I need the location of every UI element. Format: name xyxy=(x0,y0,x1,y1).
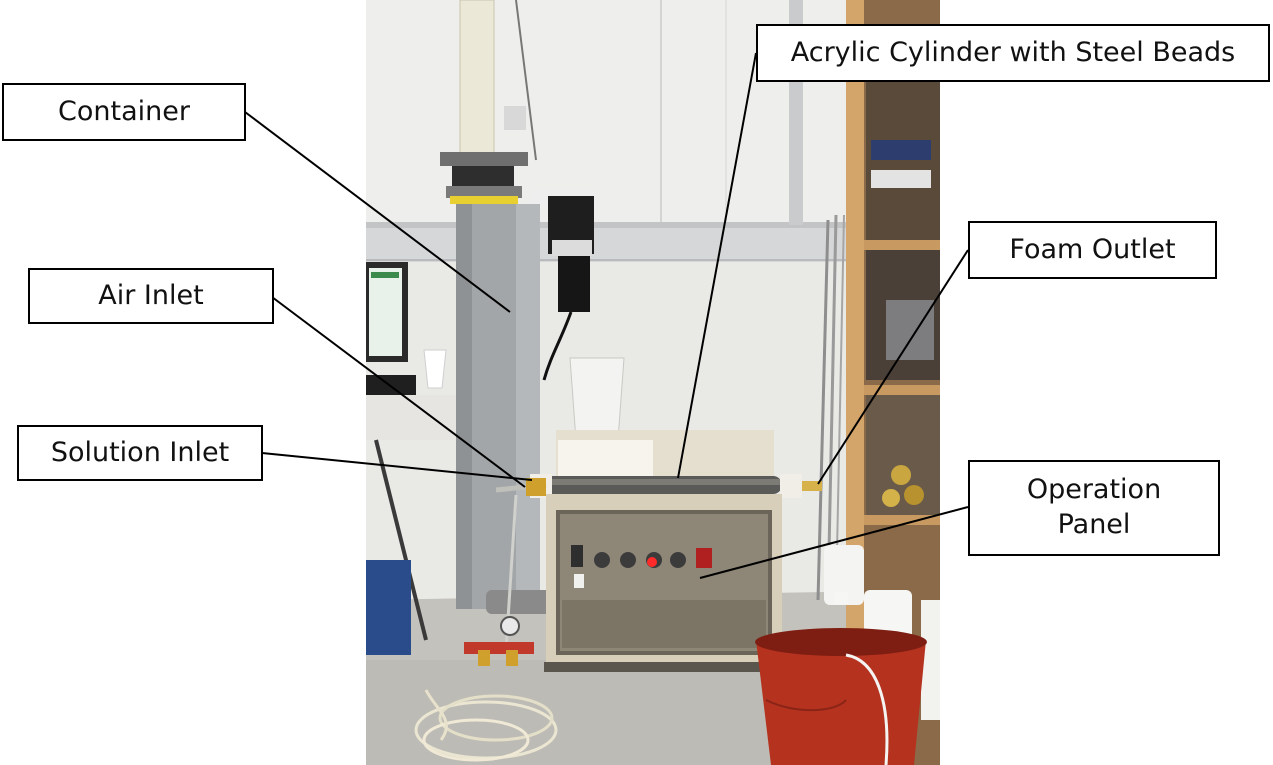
apparatus-photo-drawing xyxy=(366,0,940,765)
beaker xyxy=(569,357,625,441)
label-acrylic-cylinder: Acrylic Cylinder with Steel Beads xyxy=(756,24,1270,82)
pressure-gauge xyxy=(500,616,520,636)
label-foam-outlet: Foam Outlet xyxy=(968,221,1217,279)
red-bucket xyxy=(756,640,926,765)
label-operation-panel: Operation Panel xyxy=(968,460,1220,556)
label-solution-inlet: Solution Inlet xyxy=(17,425,263,481)
label-air-inlet: Air Inlet xyxy=(28,268,274,324)
white-pipe xyxy=(459,0,495,161)
top-flange xyxy=(440,152,528,166)
red-indicator xyxy=(647,557,657,567)
blue-bin xyxy=(366,560,411,655)
cup xyxy=(423,349,447,389)
apparatus-photo xyxy=(366,0,940,765)
label-container: Container xyxy=(2,83,246,141)
